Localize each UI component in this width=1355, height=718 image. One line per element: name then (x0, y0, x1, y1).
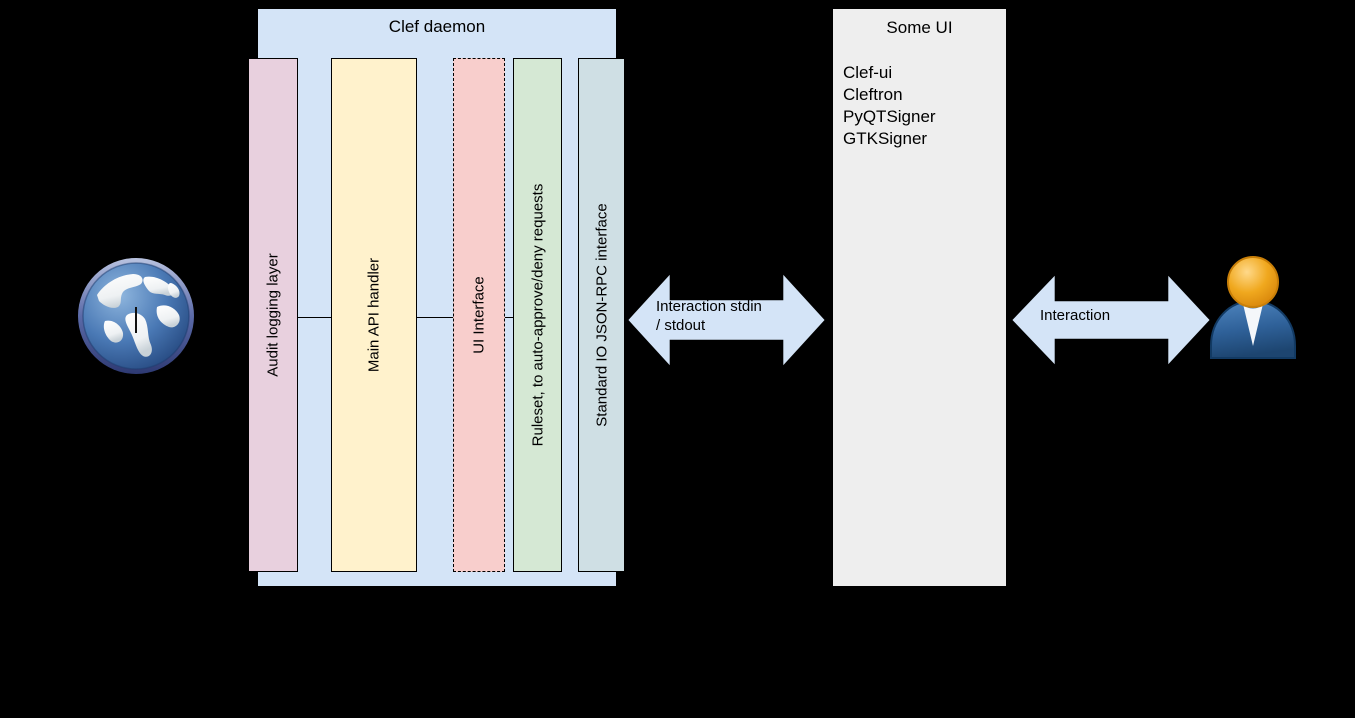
user-icon (1203, 254, 1303, 369)
clef-daemon-title: Clef daemon (388, 17, 486, 36)
ui-interface-box: UI Interface (453, 58, 505, 572)
main-api-handler-box: Main API handler (331, 58, 417, 572)
some-ui-implementation-list: Clef-ui Cleftron PyQTSigner GTKSigner (843, 62, 936, 150)
main-api-handler-label: Main API handler (365, 257, 383, 373)
ruleset-label: Ruleset, to auto-approve/deny requests (529, 183, 546, 447)
stdio-arrow-label-line2: / stdout (656, 317, 706, 334)
list-item: GTKSigner (843, 129, 928, 148)
some-ui-title: Some UI (886, 18, 953, 37)
connector-line (417, 317, 453, 318)
user-arrow-label: Interaction (1040, 306, 1190, 325)
list-item: Cleftron (843, 85, 903, 104)
list-item: PyQTSigner (843, 107, 936, 126)
stdio-arrow-label-line1: Interaction stdin (656, 298, 762, 315)
user-arrow-label-line1: Interaction (1040, 307, 1111, 324)
connector-line (505, 317, 513, 318)
clef-daemon-container (257, 8, 617, 587)
user-arrow (1012, 272, 1210, 368)
stdio-jsonrpc-label: Standard IO JSON-RPC interface (593, 203, 610, 427)
stdio-arrow (628, 270, 825, 370)
some-ui-container (832, 8, 1007, 587)
stdio-jsonrpc-box: Standard IO JSON-RPC interface (578, 58, 625, 572)
ui-interface-label: UI Interface (470, 276, 488, 354)
ruleset-box: Ruleset, to auto-approve/deny requests (513, 58, 562, 572)
globe-icon (75, 255, 197, 382)
stdio-arrow-label: Interaction stdin / stdout (656, 297, 826, 335)
connector-line (298, 317, 331, 318)
audit-logging-layer-box: Audit logging layer (248, 58, 298, 572)
list-item: Clef-ui (843, 63, 893, 82)
audit-logging-layer-label: Audit logging layer (264, 253, 282, 377)
